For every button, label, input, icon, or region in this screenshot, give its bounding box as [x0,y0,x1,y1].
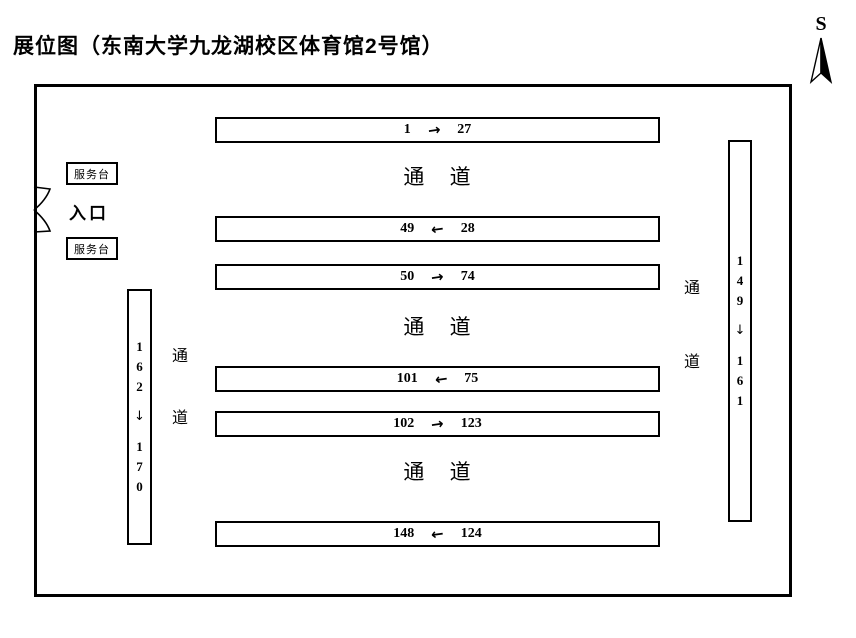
booth-row-101-75: 101 ← 75 [215,366,660,392]
booth-column-char: 2 [136,379,143,394]
right-arrow-icon: → [430,414,445,434]
hall-outline [34,84,792,597]
compass: S [804,12,842,88]
booth-column-char: 4 [736,273,744,288]
booth-column-char: 6 [136,359,143,374]
service-desk-bottom: 服务台 [66,237,118,260]
aisle-label: 通 道 [403,460,471,484]
aisle-label: 通 道 [403,165,471,189]
aisle-char: 道 [683,354,700,371]
booth-column-149-161: 1 4 9 ↓ 1 6 1 [728,140,752,522]
aisle-char: 通 [683,280,700,297]
left-arrow-icon: ← [430,524,445,544]
right-arrow-icon: → [426,120,442,140]
booth-row-50-74: 50 → 74 [215,264,660,290]
booth-range-start: 49 [400,221,415,236]
booth-column-char: 1 [136,439,143,454]
booth-column-char: 9 [736,293,744,308]
booth-column-char: 7 [136,459,143,474]
booth-range-end: 75 [464,371,479,386]
left-arrow-icon: ← [430,219,445,239]
booth-column-char: 1 [736,393,744,408]
aisle-label-vertical: 通 道 [168,349,192,427]
aisle-label: 通 道 [403,315,471,339]
booth-range-start: 101 [396,371,418,386]
booth-range-end: 124 [460,526,482,541]
service-desk-top: 服务台 [66,162,118,185]
aisle-label-vertical: 通 道 [680,281,704,371]
booth-column-char: 1 [736,253,744,268]
aisle-char: 通 [171,348,188,365]
down-arrow-icon: ↓ [134,409,145,424]
entrance-door-icon [33,186,52,233]
booth-row-49-28: 49 ← 28 [215,216,660,242]
entrance-label: 入口 [69,204,109,223]
booth-range-start: 50 [400,269,415,284]
right-arrow-icon: → [430,267,445,287]
compass-needle-icon [809,37,833,84]
booth-range-end: 123 [460,416,482,431]
booth-range-start: 1 [403,122,411,137]
booth-range-end: 28 [460,221,475,236]
down-arrow-icon: ↓ [734,323,746,338]
compass-south-label: S [815,13,827,35]
booth-range-start: 148 [393,526,415,541]
booth-column-char: 1 [736,353,744,368]
booth-range-end: 27 [457,122,472,137]
booth-column-char: 0 [136,479,143,494]
booth-range-start: 102 [393,416,415,431]
aisle-char: 道 [171,410,188,427]
booth-column-162-170: 1 6 2 ↓ 1 7 0 [127,289,152,545]
booth-column-char: 1 [136,339,143,354]
page-title: 展位图（东南大学九龙湖校区体育馆2号馆） [13,35,444,58]
booth-row-1-27: 1 → 27 [215,117,660,143]
booth-range-end: 74 [460,269,475,284]
booth-row-148-124: 148 ← 124 [215,521,660,547]
left-arrow-icon: ← [433,369,449,389]
booth-row-102-123: 102 → 123 [215,411,660,437]
booth-column-char: 6 [736,373,744,388]
